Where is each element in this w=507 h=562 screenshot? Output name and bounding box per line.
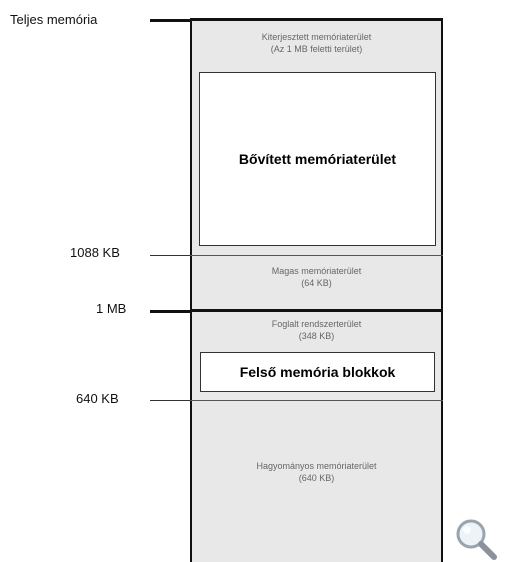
high-memory-region: Magas memóriaterület (64 KB) <box>190 256 443 310</box>
high-memory-title: Magas memóriaterület <box>271 266 362 276</box>
divider-1088kb <box>190 255 443 256</box>
divider-640kb <box>190 400 443 401</box>
label-1mb: 1 MB <box>96 301 127 316</box>
conventional-title: Hagyományos memóriaterület <box>256 461 377 471</box>
upper-memory-blocks-box: Felső memória blokkok <box>200 352 435 392</box>
label-640kb: 640 KB <box>76 391 119 406</box>
tick-640kb <box>150 400 190 401</box>
column-top-border <box>190 18 443 21</box>
conventional-memory-region: Hagyományos memóriaterület (640 KB) <box>190 401 443 562</box>
expanded-memory-box: Bővített memóriaterület <box>199 72 436 246</box>
reserved-size: (348 KB) <box>298 331 335 341</box>
tick-1088kb <box>150 255 190 256</box>
extended-area-subtitle: (Az 1 MB feletti terület) <box>270 44 363 54</box>
label-1088kb: 1088 KB <box>70 245 120 260</box>
divider-1mb <box>190 309 443 312</box>
label-total-memory: Teljes memória <box>10 12 98 27</box>
conventional-size: (640 KB) <box>298 473 335 483</box>
extended-area-title: Kiterjesztett memóriaterület <box>261 32 372 42</box>
tick-1mb <box>150 310 190 313</box>
magnifier-icon[interactable] <box>453 516 499 562</box>
tick-total-memory <box>150 19 190 22</box>
high-memory-size: (64 KB) <box>301 278 332 288</box>
reserved-title: Foglalt rendszerterület <box>271 319 362 329</box>
